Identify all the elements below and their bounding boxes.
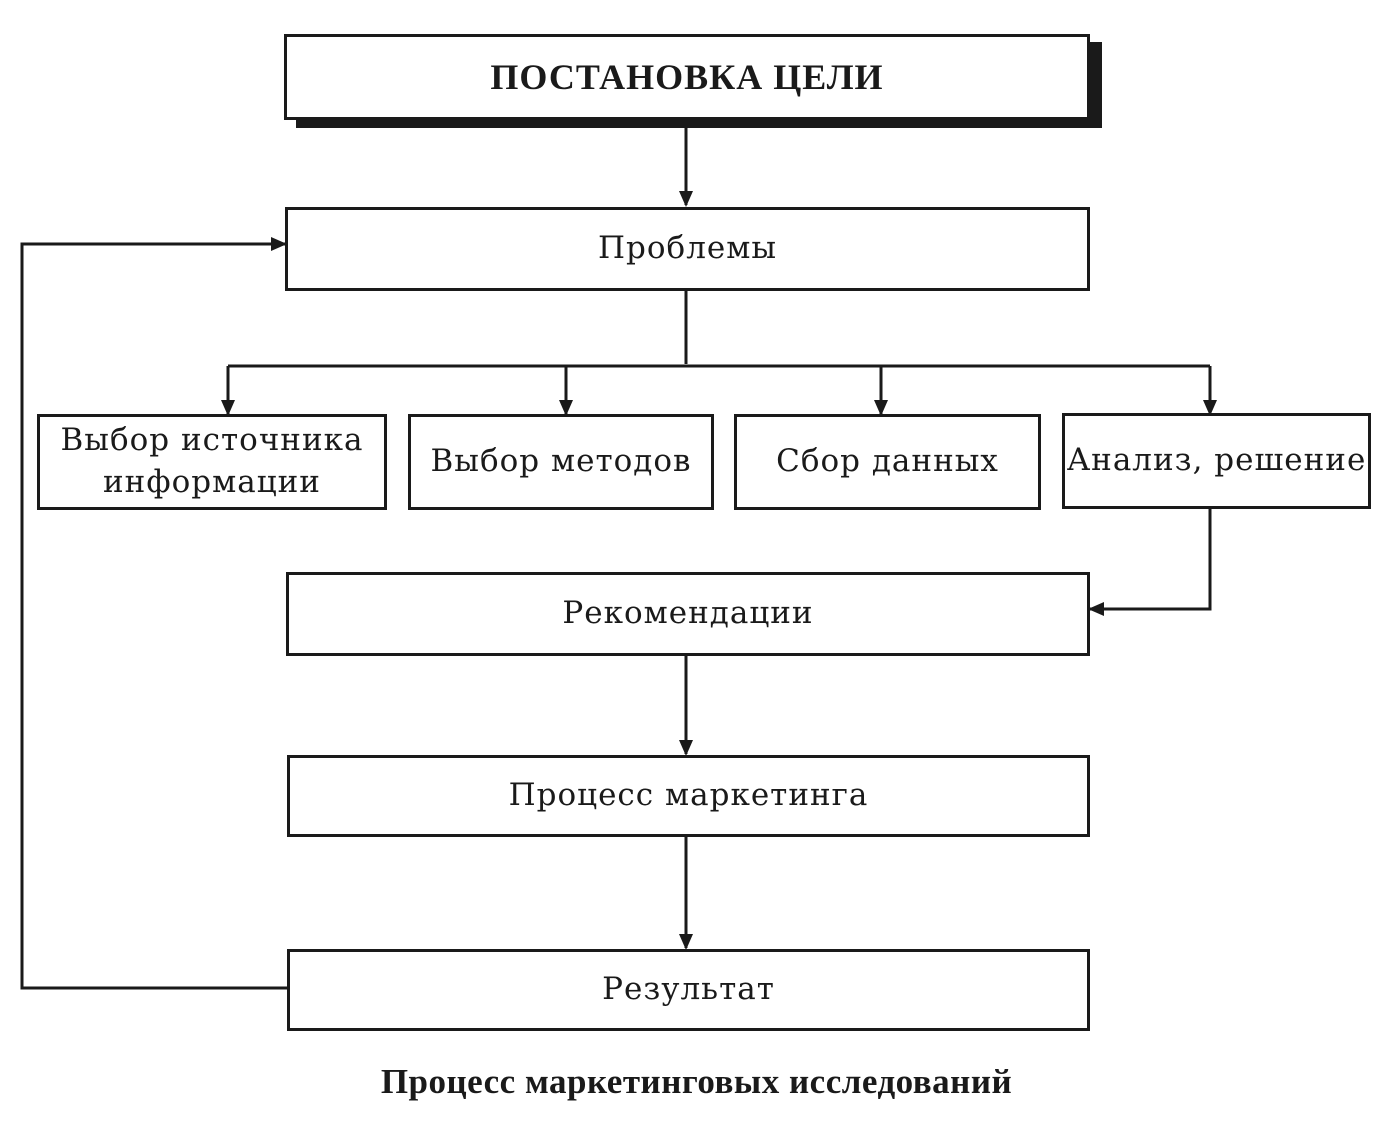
methods-selection-label: Выбор методов: [430, 443, 692, 480]
marketing-process-label: Процесс маркетинга: [508, 777, 869, 814]
source-selection-label-line-1: Выбор источника: [60, 422, 364, 459]
goal-label: ПОСТАНОВКА ЦЕЛИ: [490, 56, 884, 97]
result-label: Результат: [602, 971, 775, 1008]
arrow-analysis-to-recommendations: [1088, 501, 1212, 616]
analysis-decision-label: Анализ, решение: [1066, 442, 1367, 479]
arrow-feedback-result-to-problems: [20, 237, 288, 990]
problems-box: Проблемы: [285, 207, 1090, 291]
methods-selection-box: Выбор методов: [408, 414, 714, 510]
result-box: Результат: [287, 949, 1090, 1031]
figure-caption: Процесс маркетинговых исследований: [380, 1062, 1013, 1101]
source-selection-box: Выбор источника информации: [37, 414, 387, 510]
source-selection-label-line-2: информации: [103, 464, 321, 500]
problems-label: Проблемы: [597, 230, 778, 267]
recommendations-label: Рекомендации: [562, 595, 814, 632]
data-collection-label: Сбор данных: [776, 443, 999, 480]
goal-box: ПОСТАНОВКА ЦЕЛИ: [284, 34, 1090, 120]
analysis-decision-box: Анализ, решение: [1062, 413, 1371, 509]
data-collection-box: Сбор данных: [734, 414, 1041, 510]
marketing-process-box: Процесс маркетинга: [287, 755, 1090, 837]
recommendations-box: Рекомендации: [286, 572, 1090, 656]
